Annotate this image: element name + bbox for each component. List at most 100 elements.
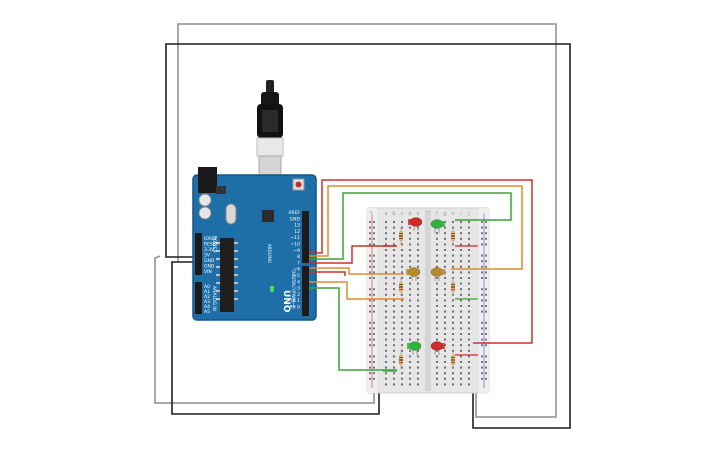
breadboard-hole[interactable] (468, 232, 470, 235)
rail-hole[interactable] (481, 260, 483, 263)
breadboard-hole[interactable] (385, 249, 387, 251)
breadboard-hole[interactable] (393, 288, 395, 291)
breadboard-hole[interactable] (436, 293, 438, 296)
breadboard-hole[interactable] (393, 260, 395, 263)
arduino-uno-board[interactable]: UNO ARDUINO POWER ANALOG IN DIGITAL (PWM… (192, 167, 317, 321)
breadboard-hole[interactable] (452, 221, 454, 223)
rail-hole[interactable] (485, 355, 487, 358)
breadboard-hole[interactable] (409, 288, 411, 291)
breadboard-hole[interactable] (385, 288, 387, 291)
rail-hole[interactable] (485, 277, 487, 279)
breadboard-hole[interactable] (409, 361, 411, 363)
breadboard-hole[interactable] (385, 260, 387, 263)
wire-green-low[interactable] (309, 287, 397, 371)
breadboard-hole[interactable] (409, 327, 411, 330)
rail-hole[interactable] (373, 232, 375, 235)
breadboard-hole[interactable] (393, 221, 395, 223)
breadboard-hole[interactable] (468, 265, 470, 268)
breadboard-hole[interactable] (468, 221, 470, 223)
breadboard-hole[interactable] (452, 249, 454, 251)
breadboard-hole[interactable] (452, 260, 454, 263)
breadboard-hole[interactable] (436, 316, 438, 319)
rail-hole[interactable] (485, 293, 487, 296)
breadboard-hole[interactable] (444, 282, 446, 285)
breadboard-hole[interactable] (436, 327, 438, 330)
rail-hole[interactable] (369, 226, 371, 229)
rail-hole[interactable] (373, 288, 375, 291)
breadboard-hole[interactable] (417, 327, 419, 330)
rail-hole[interactable] (481, 288, 483, 291)
breadboard-hole[interactable] (393, 249, 395, 251)
breadboard-hole[interactable] (393, 254, 395, 257)
breadboard-hole[interactable] (385, 271, 387, 274)
breadboard-hole[interactable] (393, 361, 395, 363)
rail-hole[interactable] (485, 361, 487, 363)
breadboard-hole[interactable] (444, 260, 446, 263)
breadboard-hole[interactable] (409, 277, 411, 279)
breadboard-hole[interactable] (417, 293, 419, 296)
rail-hole[interactable] (485, 299, 487, 302)
breadboard-hole[interactable] (436, 254, 438, 257)
breadboard-hole[interactable] (393, 372, 395, 375)
breadboard-hole[interactable] (436, 372, 438, 375)
breadboard-hole[interactable] (393, 344, 395, 347)
breadboard-hole[interactable] (452, 383, 454, 386)
breadboard-hole[interactable] (460, 226, 462, 229)
breadboard-hole[interactable] (444, 237, 446, 240)
breadboard-hole[interactable] (401, 366, 403, 369)
breadboard-hole[interactable] (417, 254, 419, 257)
rail-hole[interactable] (485, 366, 487, 369)
breadboard-hole[interactable] (385, 265, 387, 268)
rail-hole[interactable] (481, 232, 483, 235)
breadboard-hole[interactable] (393, 277, 395, 279)
breadboard-hole[interactable] (468, 237, 470, 240)
breadboard-hole[interactable] (452, 321, 454, 324)
breadboard-hole[interactable] (393, 355, 395, 358)
breadboard-hole[interactable] (460, 316, 462, 319)
breadboard-hole[interactable] (393, 299, 395, 302)
breadboard-hole[interactable] (385, 237, 387, 240)
breadboard-hole[interactable] (393, 293, 395, 296)
breadboard-hole[interactable] (468, 288, 470, 291)
rail-hole[interactable] (481, 265, 483, 268)
breadboard-hole[interactable] (452, 254, 454, 257)
resistor-icon[interactable] (399, 351, 403, 369)
breadboard-hole[interactable] (409, 305, 411, 307)
breadboard-hole[interactable] (436, 383, 438, 386)
rail-hole[interactable] (485, 221, 487, 223)
rail-hole[interactable] (485, 344, 487, 347)
breadboard-hole[interactable] (444, 333, 446, 335)
breadboard-hole[interactable] (468, 316, 470, 319)
breadboard-hole[interactable] (444, 232, 446, 235)
breadboard-hole[interactable] (417, 361, 419, 363)
breadboard-hole[interactable] (444, 361, 446, 363)
rail-hole[interactable] (481, 221, 483, 223)
digital-header-high[interactable] (302, 211, 309, 263)
breadboard-hole[interactable] (460, 293, 462, 296)
breadboard-hole[interactable] (385, 366, 387, 369)
breadboard-hole[interactable] (385, 226, 387, 229)
led-icon[interactable] (430, 341, 445, 356)
rail-hole[interactable] (369, 288, 371, 291)
breadboard-hole[interactable] (393, 321, 395, 324)
breadboard-hole[interactable] (452, 344, 454, 347)
breadboard-hole[interactable] (468, 327, 470, 330)
breadboard-hole[interactable] (409, 260, 411, 263)
breadboard-hole[interactable] (393, 226, 395, 229)
wire-red-low[interactable] (309, 271, 346, 276)
breadboard-hole[interactable] (444, 277, 446, 279)
breadboard-hole[interactable] (409, 372, 411, 375)
breadboard-hole[interactable] (385, 254, 387, 257)
breadboard-hole[interactable] (393, 316, 395, 319)
breadboard-hole[interactable] (444, 377, 446, 380)
breadboard-hole[interactable] (436, 282, 438, 285)
breadboard-hole[interactable] (436, 288, 438, 291)
rail-hole[interactable] (373, 221, 375, 223)
breadboard-hole[interactable] (385, 377, 387, 380)
wire-orange-low[interactable] (309, 281, 404, 300)
breadboard-hole[interactable] (385, 243, 387, 246)
breadboard-hole[interactable] (444, 249, 446, 251)
breadboard-hole[interactable] (452, 310, 454, 313)
breadboard-hole[interactable] (417, 305, 419, 307)
breadboard-hole[interactable] (460, 355, 462, 358)
